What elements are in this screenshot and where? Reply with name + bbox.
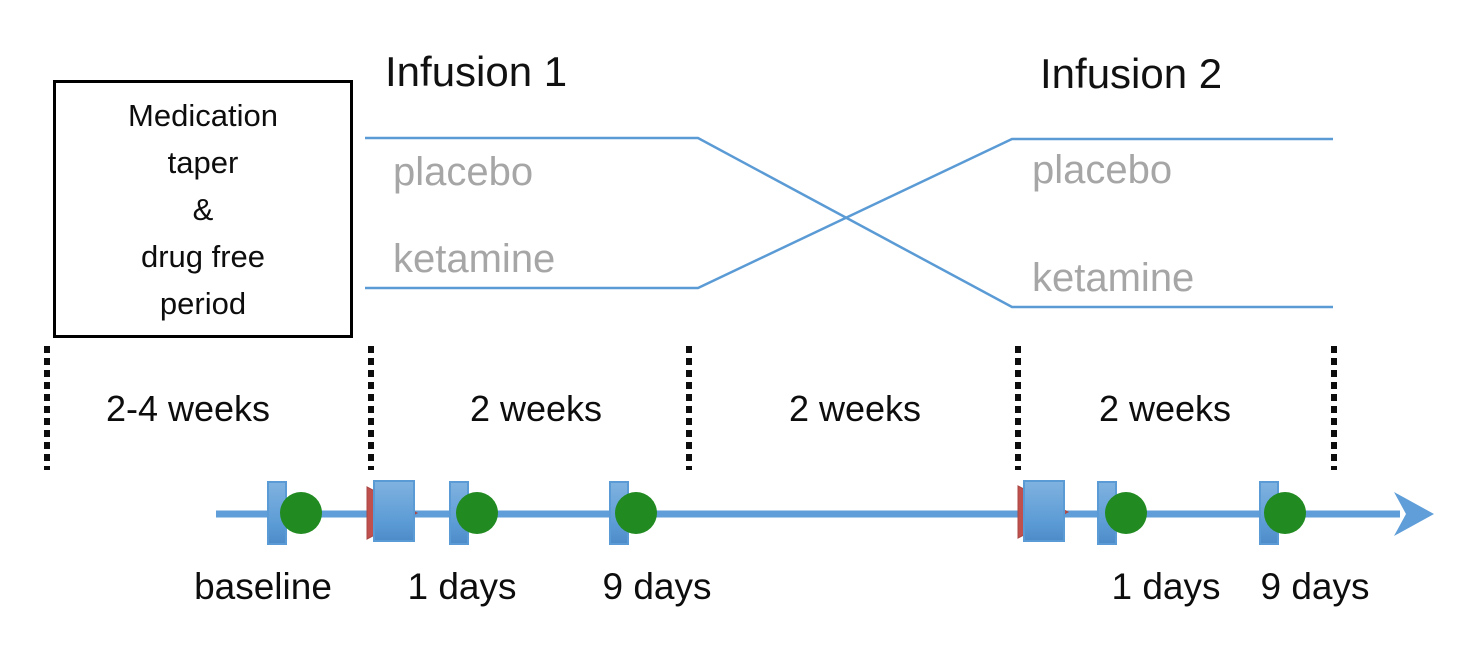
assessment-dot-icon [280, 492, 322, 534]
assessment-dot-icon [1264, 492, 1306, 534]
infusion1-placebo-label: placebo [393, 150, 534, 194]
taper-box-line: period [159, 285, 247, 321]
taper-box-line: drug free [140, 238, 266, 274]
infusion1-ketamine-label: ketamine [393, 237, 556, 281]
taper-box-line: taper [167, 144, 239, 180]
timeline-arrowhead-icon [1394, 492, 1434, 536]
medication-taper-box: Medication taper & drug free period [53, 80, 353, 338]
period-separator-dotted-line [1015, 346, 1021, 470]
infusion2-ketamine-label: ketamine [1032, 256, 1195, 300]
assessment-dot-icon [615, 492, 657, 534]
infusion1-title: Infusion 1 [385, 48, 568, 95]
timepoint-label-baseline: baseline [194, 566, 332, 607]
period-label-infusion2: 2 weeks [1098, 388, 1232, 429]
taper-box-line: & [192, 191, 214, 227]
assessment-dot-icon [456, 492, 498, 534]
timepoint-label-1days-right: 1 days [1111, 566, 1221, 607]
assessment-dot-icon [1105, 492, 1147, 534]
infusion2-visit-rect [1023, 480, 1065, 542]
period-label-washout: 2 weeks [788, 388, 922, 429]
timepoint-label-9days-right: 9 days [1260, 566, 1370, 607]
crossover-line-bottom [365, 137, 1333, 290]
period-separator-dotted-line [686, 346, 692, 470]
period-separator-dotted-line [1331, 346, 1337, 470]
infusion2-title: Infusion 2 [1040, 50, 1223, 97]
infusion2-placebo-label: placebo [1032, 148, 1173, 192]
timepoint-label-1days-left: 1 days [407, 566, 517, 607]
period-label-taper: 2-4 weeks [105, 388, 271, 429]
timepoint-label-9days-left: 9 days [602, 566, 712, 607]
crossover-line-top [365, 136, 1333, 309]
period-separator-dotted-line [368, 346, 374, 470]
infusion1-visit-rect [373, 480, 415, 542]
period-separator-dotted-line [44, 346, 50, 470]
period-label-infusion1: 2 weeks [469, 388, 603, 429]
taper-box-line: Medication [128, 97, 278, 133]
